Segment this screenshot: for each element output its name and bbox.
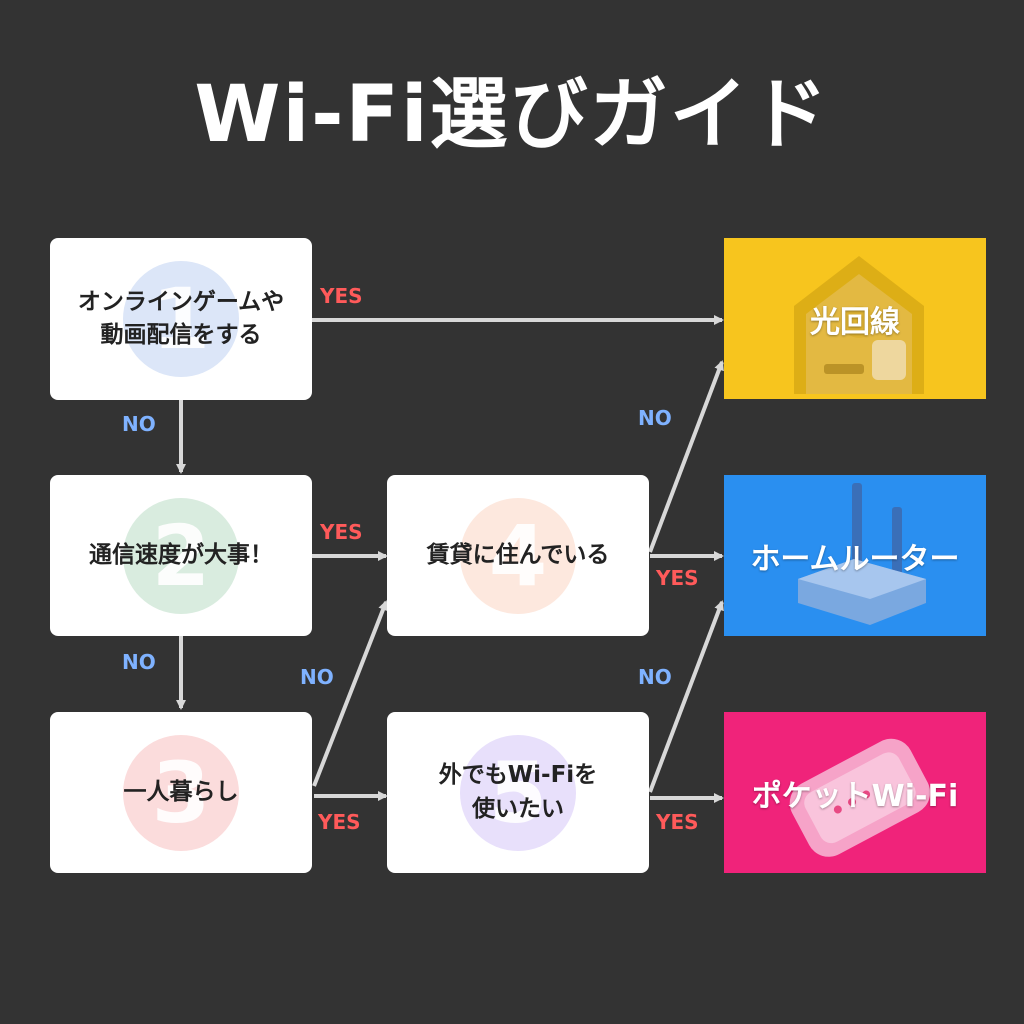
label-q3-yes: YES [318,810,361,834]
label-q5-no: NO [638,665,672,689]
question-box-1: 1 オンラインゲームや 動画配信をする [50,238,312,400]
question-text-2: 通信速度が大事！ [89,541,273,568]
result-label-pocket-wifi: ポケットWi-Fi [751,778,959,814]
page-title: Wi-Fi選びガイド [194,70,830,160]
result-label-fiber: 光回線 [810,304,900,340]
step-number-3: 3 [123,734,239,851]
label-q5-yes: YES [656,810,699,834]
result-fiber: 光回線 [724,238,986,399]
result-home-router: ホームルーター [724,475,986,636]
question-text-5: 外でもWi-Fiを 使いたい [438,762,598,822]
arrow-q5-no [648,600,724,793]
arrow-q3-no [312,600,388,787]
question-box-3: 3 一人暮らし [50,712,312,873]
question-text-3: 一人暮らし [123,778,239,805]
router-icon [798,483,926,625]
step-number-4: 4 [460,497,576,614]
label-q2-yes: YES [320,520,363,544]
question-box-4: 4 賃貸に住んでいる [387,475,649,636]
pocket-wifi-icon [789,738,931,857]
label-q3-no: NO [300,665,334,689]
arrow-q4-no [648,360,724,553]
label-q2-no: NO [122,650,156,674]
label-q4-yes: YES [656,566,699,590]
result-pocket-wifi: ポケットWi-Fi [724,712,986,873]
step-number-1: 1 [123,261,239,377]
step-number-5: 5 [460,734,576,851]
question-text-4: 賃貸に住んでいる [426,541,610,568]
house-icon [794,256,924,394]
question-text-1: オンラインゲームや 動画配信をする [77,288,285,348]
result-label-home-router: ホームルーター [750,541,960,577]
label-q1-no: NO [122,412,156,436]
question-box-5: 5 外でもWi-Fiを 使いたい [387,712,649,873]
label-q4-no: NO [638,406,672,430]
label-q1-yes: YES [320,284,363,308]
step-number-2: 2 [123,497,239,614]
question-box-2: 2 通信速度が大事！ [50,475,312,636]
